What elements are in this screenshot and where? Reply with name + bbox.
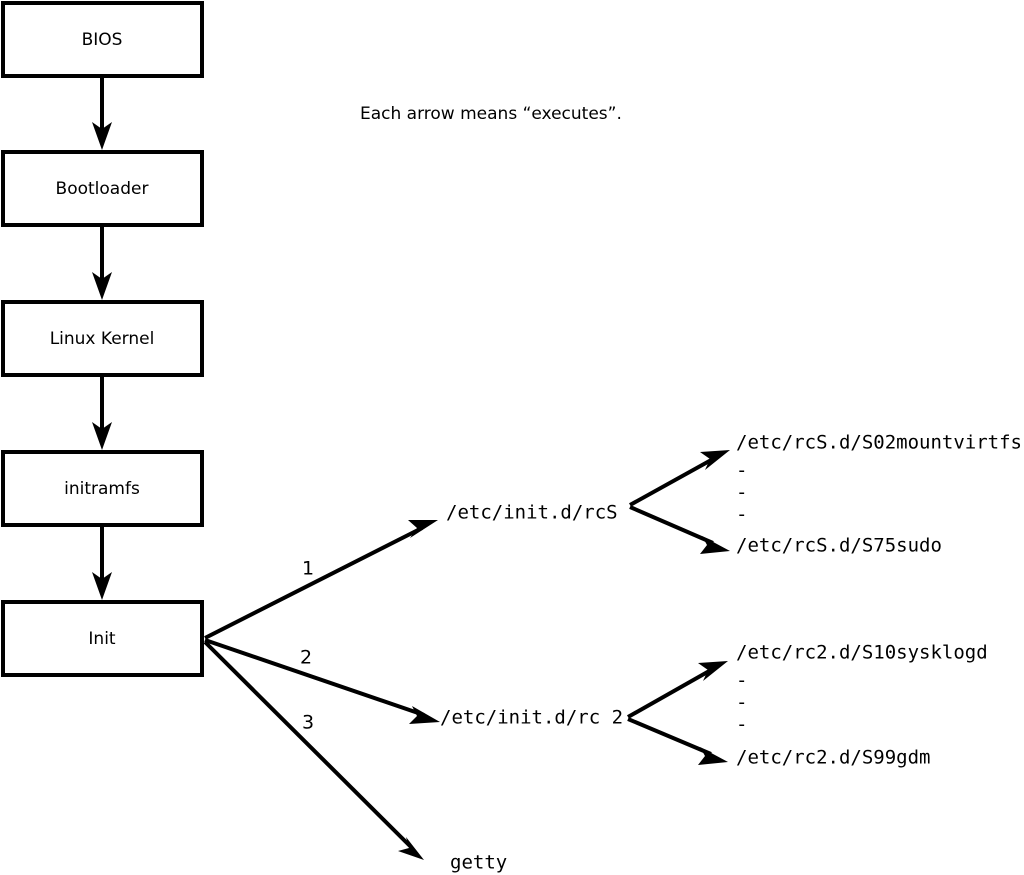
stage-label-bootloader: Bootloader [56,179,149,199]
rcs-ellipsis-dash-1: - [736,460,747,482]
stage-node-initramfs[interactable]: initramfs [1,450,204,527]
stage-box-init [1,600,204,677]
stage-box-bios [1,1,204,78]
rc2-ellipsis-dash-1: - [736,670,747,692]
rc2-ellipsis-dash-2: - [736,692,747,714]
rc2-script-last[interactable]: /etc/rc2.d/S99gdm [736,747,930,769]
script-label-rc2[interactable]: /etc/init.d/rc 2 [440,707,623,729]
rcs-ellipsis-dash-2: - [736,482,747,504]
arrow-init-branch-2 [204,638,440,724]
stage-node-kernel[interactable]: Linux Kernel [1,300,204,377]
rcs-script-first[interactable]: /etc/rcS.d/S02mountvirtfs [736,432,1022,454]
stage-label-init: Init [88,629,116,649]
arrow-kernel-to-initramfs [92,376,112,450]
script-label-rcs[interactable]: /etc/init.d/rcS [446,502,618,524]
rc2-script-first[interactable]: /etc/rc2.d/S10sysklogd [736,642,988,664]
branch-number-3: 3 [302,712,314,734]
rcs-ellipsis-dash-3: - [736,504,747,526]
arrow-rcs-to-last [629,505,730,554]
arrow-rc2-to-first [627,661,728,719]
stage-label-kernel: Linux Kernel [50,329,155,349]
stage-node-bios[interactable]: BIOS [1,1,204,78]
diagram-caption: Each arrow means “executes”. [360,104,622,124]
rcs-script-last[interactable]: /etc/rcS.d/S75sudo [736,535,942,557]
stage-node-bootloader[interactable]: Bootloader [1,150,204,227]
stage-box-initramfs [1,450,204,527]
arrow-init-branch-1 [204,520,438,640]
branch-number-1: 1 [302,558,314,580]
arrow-bios-to-bootloader [92,76,112,150]
rc2-ellipsis-dash-3: - [736,714,747,736]
arrow-rcs-to-first [629,450,730,507]
stage-label-initramfs: initramfs [64,479,140,499]
arrow-init-branch-3 [203,640,424,860]
arrow-rc2-to-last [627,717,728,765]
stage-node-init[interactable]: Init [1,600,204,677]
script-label-getty[interactable]: getty [450,852,507,874]
stage-box-bootloader [1,150,204,227]
stage-label-bios: BIOS [82,30,123,50]
stage-box-kernel [1,300,204,377]
arrow-bootloader-to-kernel [92,226,112,300]
branch-number-2: 2 [300,647,312,669]
arrow-initramfs-to-init [92,526,112,600]
